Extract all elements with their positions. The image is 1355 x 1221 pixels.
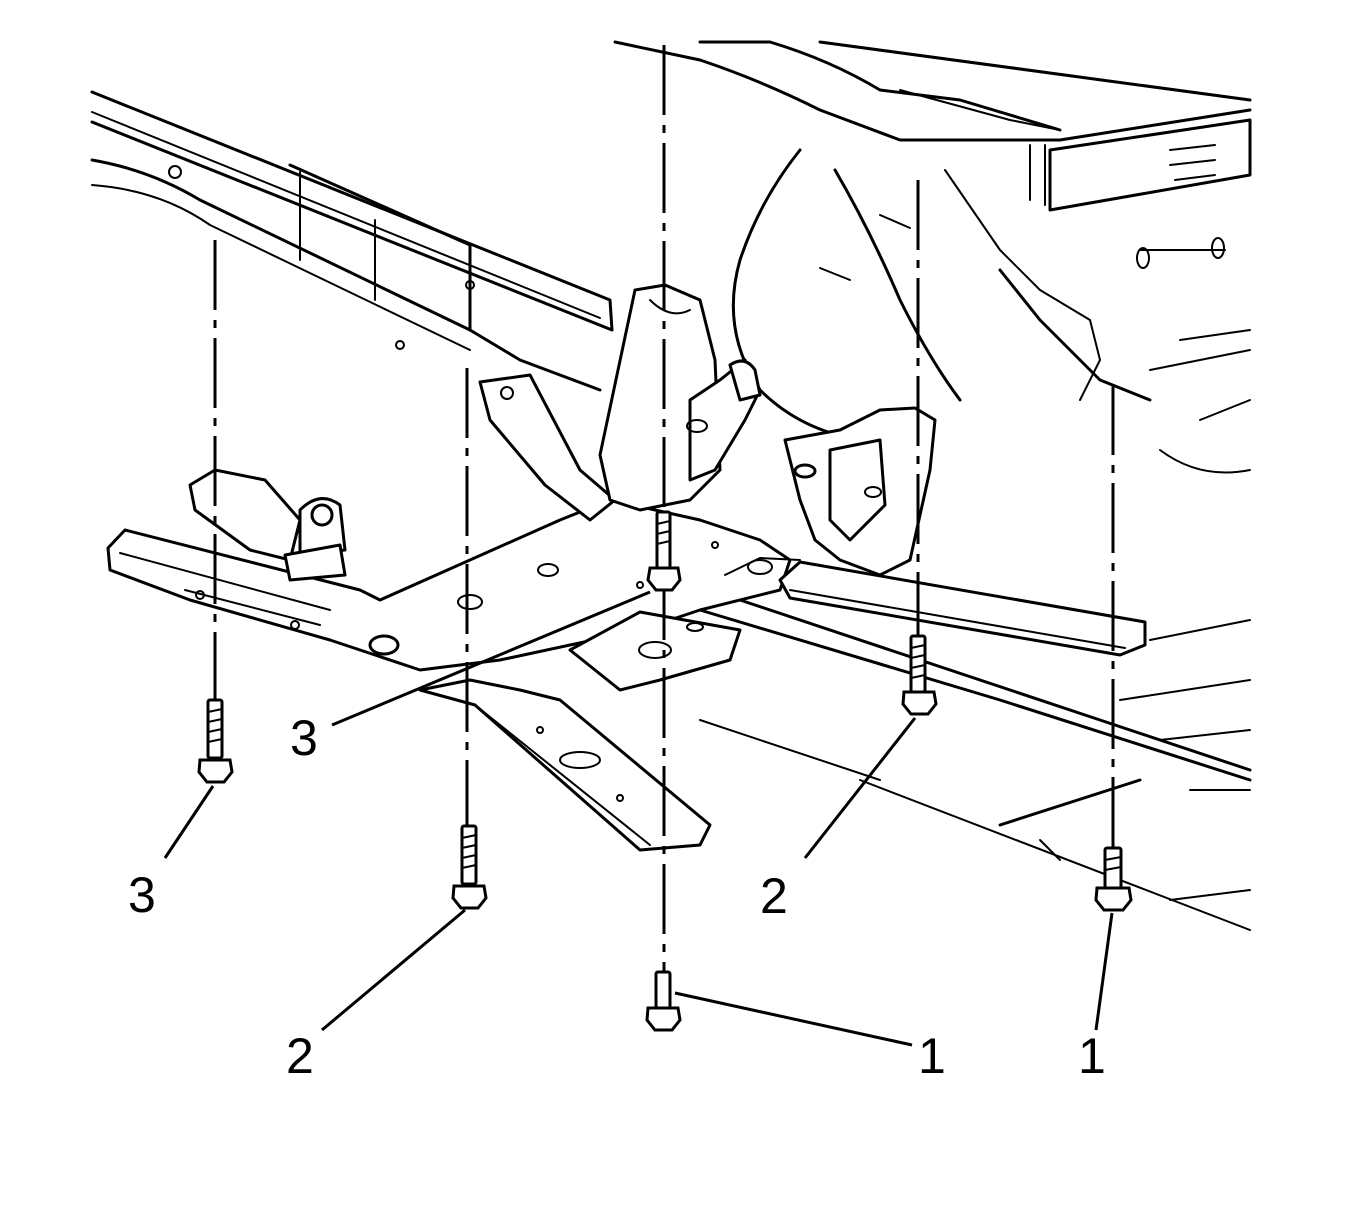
bolt-3-center <box>646 510 682 592</box>
bolt-1-center <box>645 970 682 1032</box>
callout-labels: 3 3 2 2 1 1 <box>128 710 1106 1084</box>
leader-lines <box>163 590 1114 1047</box>
bolt-1-right <box>1094 846 1133 912</box>
callout-3-center: 3 <box>290 710 318 766</box>
leader-2-right <box>803 717 917 859</box>
leader-1-right <box>1094 912 1114 1031</box>
bolt-3-left <box>197 698 234 784</box>
callout-1-center: 1 <box>918 1028 946 1084</box>
callout-2-left: 2 <box>286 1028 314 1084</box>
callout-3-left: 3 <box>128 867 156 923</box>
bolt-2-left <box>451 824 488 910</box>
front-cradle <box>106 283 1147 852</box>
alignment-lines <box>213 45 1115 972</box>
callout-1-right: 1 <box>1078 1028 1106 1084</box>
bolt-2-right <box>901 634 938 716</box>
leader-2-left <box>321 908 466 1032</box>
leader-1-center <box>674 991 913 1047</box>
vehicle-body-structure <box>90 40 1252 931</box>
leader-3-center <box>331 590 651 727</box>
callout-2-right: 2 <box>760 868 788 924</box>
leader-3-left <box>163 785 215 859</box>
